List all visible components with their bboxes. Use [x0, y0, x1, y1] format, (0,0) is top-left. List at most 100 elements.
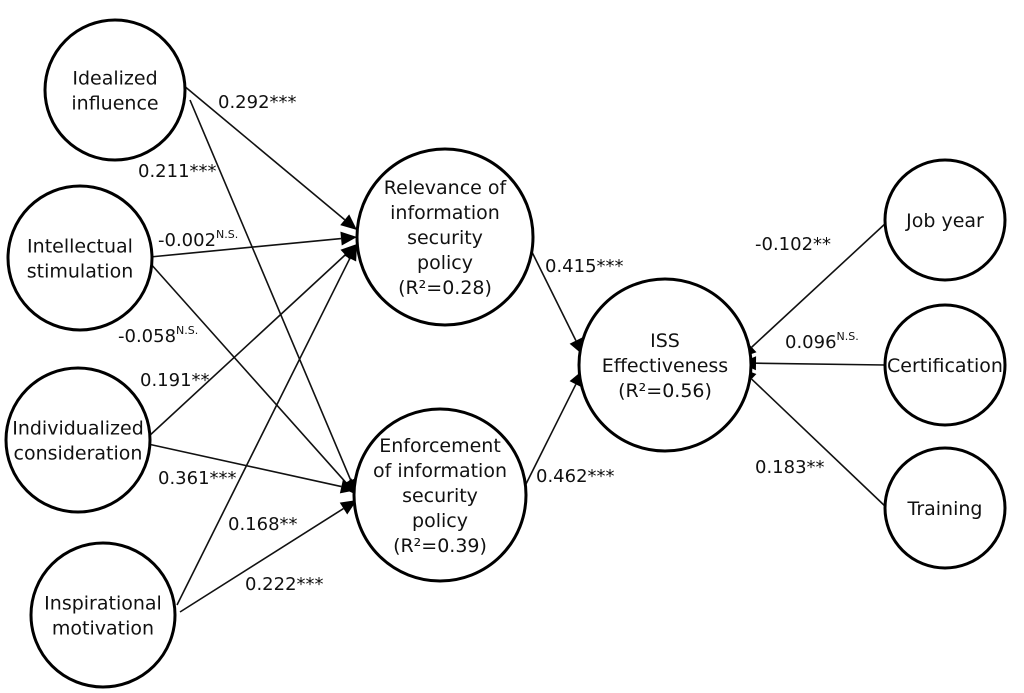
coefficient-value: 0.361	[158, 468, 210, 489]
path-coefficient-label: 0.292***	[218, 92, 297, 113]
coefficient-value: 0.415	[545, 256, 597, 277]
coefficient-value: 0.096	[785, 332, 837, 353]
path-coefficient-label: 0.222***	[245, 574, 324, 595]
path-idealized-to-relevance	[182, 84, 357, 230]
path-line	[521, 383, 577, 493]
node-enforcement: Enforcement of information security policy (…	[352, 407, 528, 583]
node-circle	[355, 147, 535, 327]
significance-marker: ***	[210, 468, 237, 489]
path-coefficient-label: 0.183**	[755, 457, 825, 478]
node-circle	[577, 277, 753, 453]
path-coefficient-label: 0.096N.S.	[785, 330, 859, 353]
node-circle	[43, 18, 187, 162]
coefficient-value: -0.102	[755, 234, 813, 255]
node-relevance: Relevance of information security policy (R²…	[355, 147, 535, 327]
node-circle	[352, 407, 528, 583]
arrowhead-icon	[339, 500, 357, 515]
node-circle	[29, 541, 177, 689]
path-line	[176, 257, 351, 606]
arrowhead-icon	[340, 214, 357, 230]
path-line	[149, 262, 347, 484]
node-label: ISS Effectiveness (R²=0.56)	[602, 330, 728, 402]
arrowhead-icon	[340, 231, 357, 246]
path-line	[179, 507, 344, 613]
path-inspirational-to-enforcement	[179, 500, 357, 613]
node-label-line: Effectiveness	[602, 355, 728, 377]
node-label-line: motivation	[52, 618, 154, 640]
path-line	[189, 99, 352, 481]
node-label: Job year	[905, 210, 984, 232]
path-coefficient-label: -0.102**	[755, 234, 831, 255]
node-label-line: policy	[417, 252, 473, 274]
coefficient-value: 0.462	[536, 466, 588, 487]
significance-marker: ***	[597, 256, 624, 277]
node-iss: ISS Effectiveness (R²=0.56)	[577, 277, 753, 453]
path-line	[182, 84, 346, 221]
path-line	[147, 443, 342, 488]
node-label-line: (R²=0.56)	[618, 380, 712, 402]
node-label-line: (R²=0.39)	[393, 535, 487, 557]
node-label-line: security	[402, 485, 478, 507]
node-label: Certification	[887, 355, 1003, 377]
significance-marker: **	[280, 514, 298, 535]
node-label: Enforcement of information security policy (…	[373, 435, 507, 557]
path-coefficient-label: -0.002N.S.	[158, 228, 238, 251]
node-label-line: Relevance of	[384, 177, 508, 199]
node-label: Training	[907, 498, 983, 520]
coefficient-value: 0.222	[245, 574, 297, 595]
path-coefficient-label: 0.462***	[536, 466, 615, 487]
node-label-line: Individualized	[12, 418, 144, 440]
path-certification-to-iss	[740, 356, 886, 371]
path-coefficient-label: 0.191**	[140, 370, 210, 391]
path-coefficient-label: 0.168**	[228, 514, 298, 535]
node-circle	[883, 446, 1007, 570]
node-label-line: ISS	[650, 330, 680, 352]
coefficient-value: 0.183	[755, 457, 807, 478]
coefficient-value: -0.058	[118, 326, 176, 347]
path-training-to-iss	[740, 368, 888, 509]
node-label-line: Certification	[887, 355, 1003, 377]
node-circle	[4, 366, 152, 514]
path-line	[147, 254, 346, 438]
node-label-line: policy	[412, 510, 468, 532]
node-label-line: influence	[71, 93, 158, 115]
significance-marker: N.S.	[216, 228, 238, 241]
path-idealized-to-enforcement	[189, 99, 358, 495]
coefficient-value: -0.002	[158, 230, 216, 251]
node-label-line: of information	[373, 460, 507, 482]
path-line	[751, 221, 888, 348]
path-line	[751, 378, 888, 509]
significance-marker: ***	[270, 92, 297, 113]
node-label-line: Enforcement	[379, 435, 501, 457]
node-label-line: stimulation	[27, 261, 134, 283]
path-line	[527, 243, 577, 342]
coefficient-value: 0.292	[218, 92, 270, 113]
significance-marker: N.S.	[176, 324, 198, 337]
node-label-line: information	[390, 202, 500, 224]
significance-marker: **	[807, 457, 825, 478]
path-coefficient-label: 0.211***	[138, 161, 217, 182]
coefficient-value: 0.191	[140, 370, 192, 391]
coefficient-value: 0.168	[228, 514, 280, 535]
node-circle	[883, 158, 1007, 282]
path-inspirational-to-relevance	[176, 244, 357, 606]
arrowhead-icon	[343, 244, 357, 262]
path-coefficient-label: 0.415***	[545, 256, 624, 277]
significance-marker: ***	[588, 466, 615, 487]
node-label-line: Job year	[905, 210, 984, 232]
labels-layer: 0.292***0.211***-0.002N.S.-0.058N.S.0.19…	[118, 92, 859, 595]
significance-marker: **	[192, 370, 210, 391]
node-label-line: security	[407, 227, 483, 249]
node-label-line: (R²=0.28)	[398, 277, 492, 299]
node-certification: Certification	[883, 303, 1007, 427]
